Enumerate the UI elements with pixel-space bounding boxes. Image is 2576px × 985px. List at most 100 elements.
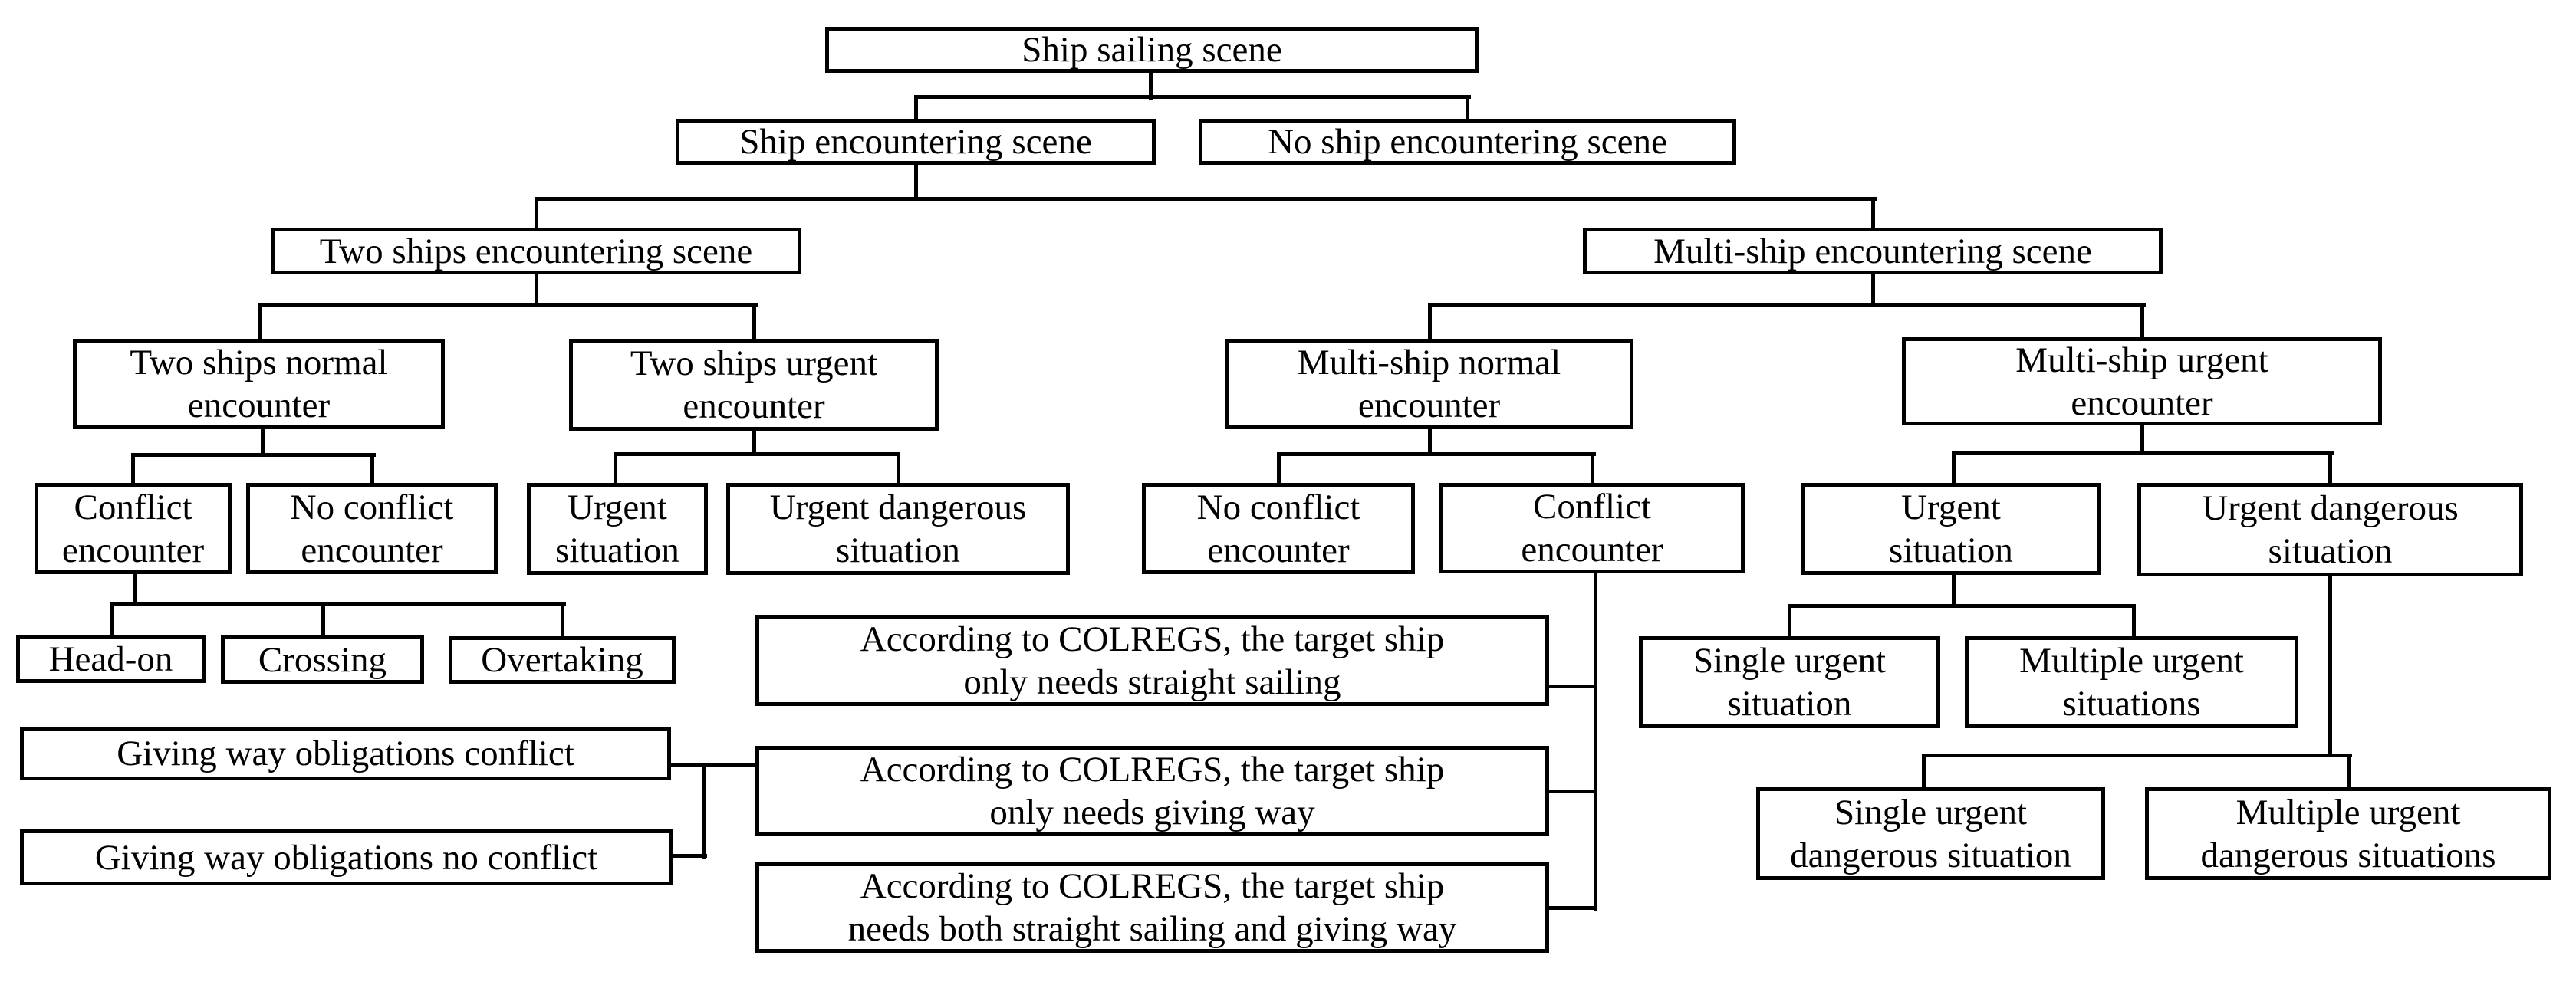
connector-line: [914, 95, 1471, 99]
node-multi-ship-urgent-encounter: Multi-ship urgent encounter: [1902, 337, 2382, 425]
node-label: No conflict encounter: [290, 487, 454, 570]
node-label: Overtaking: [481, 640, 643, 680]
connector-line: [1922, 754, 1926, 791]
node-no-ship-encountering-scene: No ship encountering scene: [1199, 119, 1736, 165]
node-label: Head-on: [48, 639, 173, 679]
connector-line: [261, 425, 265, 457]
connector-line: [1277, 452, 1281, 487]
connector-line: [535, 271, 538, 307]
node-overtaking: Overtaking: [449, 636, 676, 684]
node-label: Ship encountering scene: [739, 122, 1092, 162]
connector-line: [2347, 754, 2351, 791]
node-no-conflict-encounter-multi-ship: No conflict encounter: [1142, 483, 1415, 574]
connector-line: [702, 763, 706, 859]
node-label: Single urgent situation: [1693, 641, 1887, 724]
node-label: Urgent situation: [1889, 488, 2013, 570]
node-label: Urgent situation: [555, 488, 679, 570]
node-two-ships-urgent-encounter: Two ships urgent encounter: [569, 339, 939, 431]
node-label: Urgent dangerous situation: [769, 488, 1027, 570]
node-label: Giving way obligations no conflict: [94, 837, 598, 878]
node-urgent-dangerous-situation-two-ships: Urgent dangerous situation: [726, 483, 1070, 575]
connector-line: [133, 570, 137, 606]
connector-line: [897, 452, 900, 487]
connector-line: [1543, 685, 1597, 688]
node-conflict-encounter-two-ships: Conflict encounter: [35, 483, 232, 574]
node-colregs-giving-way: According to COLREGS, the target ship on…: [755, 746, 1549, 836]
node-multiple-urgent-dangerous-situations: Multiple urgent dangerous situations: [2145, 787, 2551, 880]
connector-line: [669, 854, 707, 858]
node-multi-ship-encountering-scene: Multi-ship encountering scene: [1583, 228, 2163, 274]
connector-line: [1428, 425, 1432, 456]
node-urgent-dangerous-situation-multi-ship: Urgent dangerous situation: [2137, 483, 2523, 576]
connector-line: [667, 763, 759, 767]
node-label: Multi-ship urgent encounter: [2015, 340, 2268, 423]
connector-line: [1428, 303, 1432, 343]
connector-line: [614, 452, 617, 487]
connector-line: [131, 453, 376, 457]
node-label: Multi-ship encountering scene: [1653, 231, 2092, 271]
node-label: According to COLREGS, the target ship on…: [860, 619, 1445, 702]
node-giving-way-obligations-no-conflict: Giving way obligations no conflict: [20, 829, 673, 885]
connector-line: [752, 303, 756, 343]
connector-line: [110, 602, 114, 639]
node-label: Multi-ship normal encounter: [1297, 343, 1561, 425]
connector-line: [370, 453, 374, 487]
connector-line: [258, 303, 262, 343]
connector-line: [1788, 604, 1791, 640]
connector-line: [535, 197, 1877, 201]
connector-line: [561, 602, 564, 640]
connector-line: [2140, 303, 2144, 341]
node-label: No conflict encounter: [1196, 487, 1360, 570]
connector-line: [2140, 422, 2144, 455]
node-label: According to COLREGS, the target ship ne…: [847, 866, 1457, 949]
node-multiple-urgent-situations: Multiple urgent situations: [1965, 636, 2298, 728]
connector-line: [1952, 451, 1956, 487]
node-label: Two ships normal encounter: [130, 343, 388, 425]
node-single-urgent-dangerous-situation: Single urgent dangerous situation: [1756, 787, 2105, 880]
connector-line: [1952, 571, 1956, 608]
node-urgent-situation-two-ships: Urgent situation: [527, 483, 708, 575]
node-single-urgent-situation: Single urgent situation: [1639, 636, 1940, 728]
node-no-conflict-encounter-two-ships: No conflict encounter: [246, 483, 498, 574]
connector-line: [2132, 604, 2136, 640]
connector-line: [1952, 451, 2334, 455]
node-colregs-both: According to COLREGS, the target ship ne…: [755, 862, 1549, 953]
node-label: Giving way obligations conflict: [117, 734, 574, 773]
connector-line: [1871, 197, 1875, 231]
node-label: No ship encountering scene: [1268, 122, 1667, 162]
node-crossing: Crossing: [221, 635, 424, 684]
node-head-on: Head-on: [16, 635, 206, 683]
node-ship-sailing-scene: Ship sailing scene: [825, 27, 1479, 73]
node-conflict-encounter-multi-ship: Conflict encounter: [1439, 483, 1745, 573]
node-two-ships-encountering-scene: Two ships encountering scene: [271, 228, 801, 274]
node-label: Two ships encountering scene: [319, 231, 753, 271]
connector-line: [1788, 604, 2136, 608]
node-label: Single urgent dangerous situation: [1790, 792, 2071, 875]
node-multi-ship-normal-encounter: Multi-ship normal encounter: [1225, 339, 1633, 429]
node-label: Conflict encounter: [61, 487, 205, 570]
connector-line: [110, 602, 566, 606]
connector-line: [1543, 790, 1597, 793]
node-colregs-straight-sailing: According to COLREGS, the target ship on…: [755, 615, 1549, 706]
connector-line: [1149, 69, 1153, 100]
connector-line: [1922, 754, 2352, 757]
connector-line: [614, 452, 900, 456]
node-label: Multiple urgent situations: [2019, 641, 2244, 724]
connector-line: [914, 161, 918, 201]
node-label: Ship sailing scene: [1022, 30, 1282, 70]
connector-line: [1428, 303, 2146, 307]
node-label: Conflict encounter: [1521, 487, 1663, 570]
connector-line: [752, 427, 756, 456]
node-label: According to COLREGS, the target ship on…: [860, 750, 1445, 832]
connector-line: [258, 303, 758, 307]
node-label: Multiple urgent dangerous situations: [2200, 792, 2496, 875]
node-label: Crossing: [258, 639, 387, 680]
connector-line: [914, 95, 918, 126]
connector-line: [2328, 451, 2332, 488]
connector-line: [1543, 906, 1597, 910]
connector-line: [1594, 570, 1597, 911]
node-label: Urgent dangerous situation: [2202, 488, 2459, 571]
node-giving-way-obligations-conflict: Giving way obligations conflict: [20, 727, 671, 780]
connector-line: [321, 602, 325, 639]
